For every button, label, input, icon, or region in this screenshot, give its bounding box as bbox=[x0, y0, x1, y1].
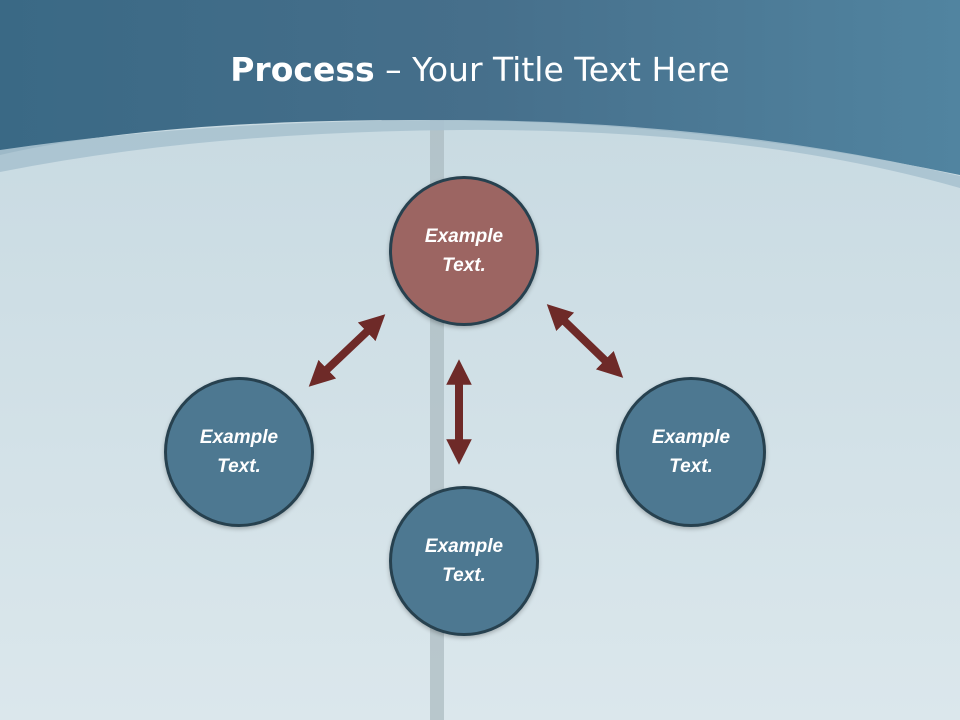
node-right: Example Text. bbox=[616, 377, 766, 527]
node-bottom: Example Text. bbox=[389, 486, 539, 636]
title-bold: Process bbox=[230, 50, 375, 89]
header-band bbox=[0, 0, 960, 175]
arrow-top-right bbox=[546, 304, 624, 378]
title-text: – Your Title Text Here bbox=[374, 50, 730, 89]
header-swoosh bbox=[0, 120, 960, 188]
node-right-label: Example Text. bbox=[651, 427, 731, 477]
node-bottom-label: Example Text. bbox=[424, 536, 504, 586]
node-left: Example Text. bbox=[164, 377, 314, 527]
arrow-top-left bbox=[308, 314, 386, 387]
node-left-label: Example Text. bbox=[199, 427, 279, 477]
slide-title: Process – Your Title Text Here bbox=[0, 50, 960, 89]
node-top: Example Text. bbox=[389, 176, 539, 326]
node-top-label: Example Text. bbox=[424, 226, 504, 276]
